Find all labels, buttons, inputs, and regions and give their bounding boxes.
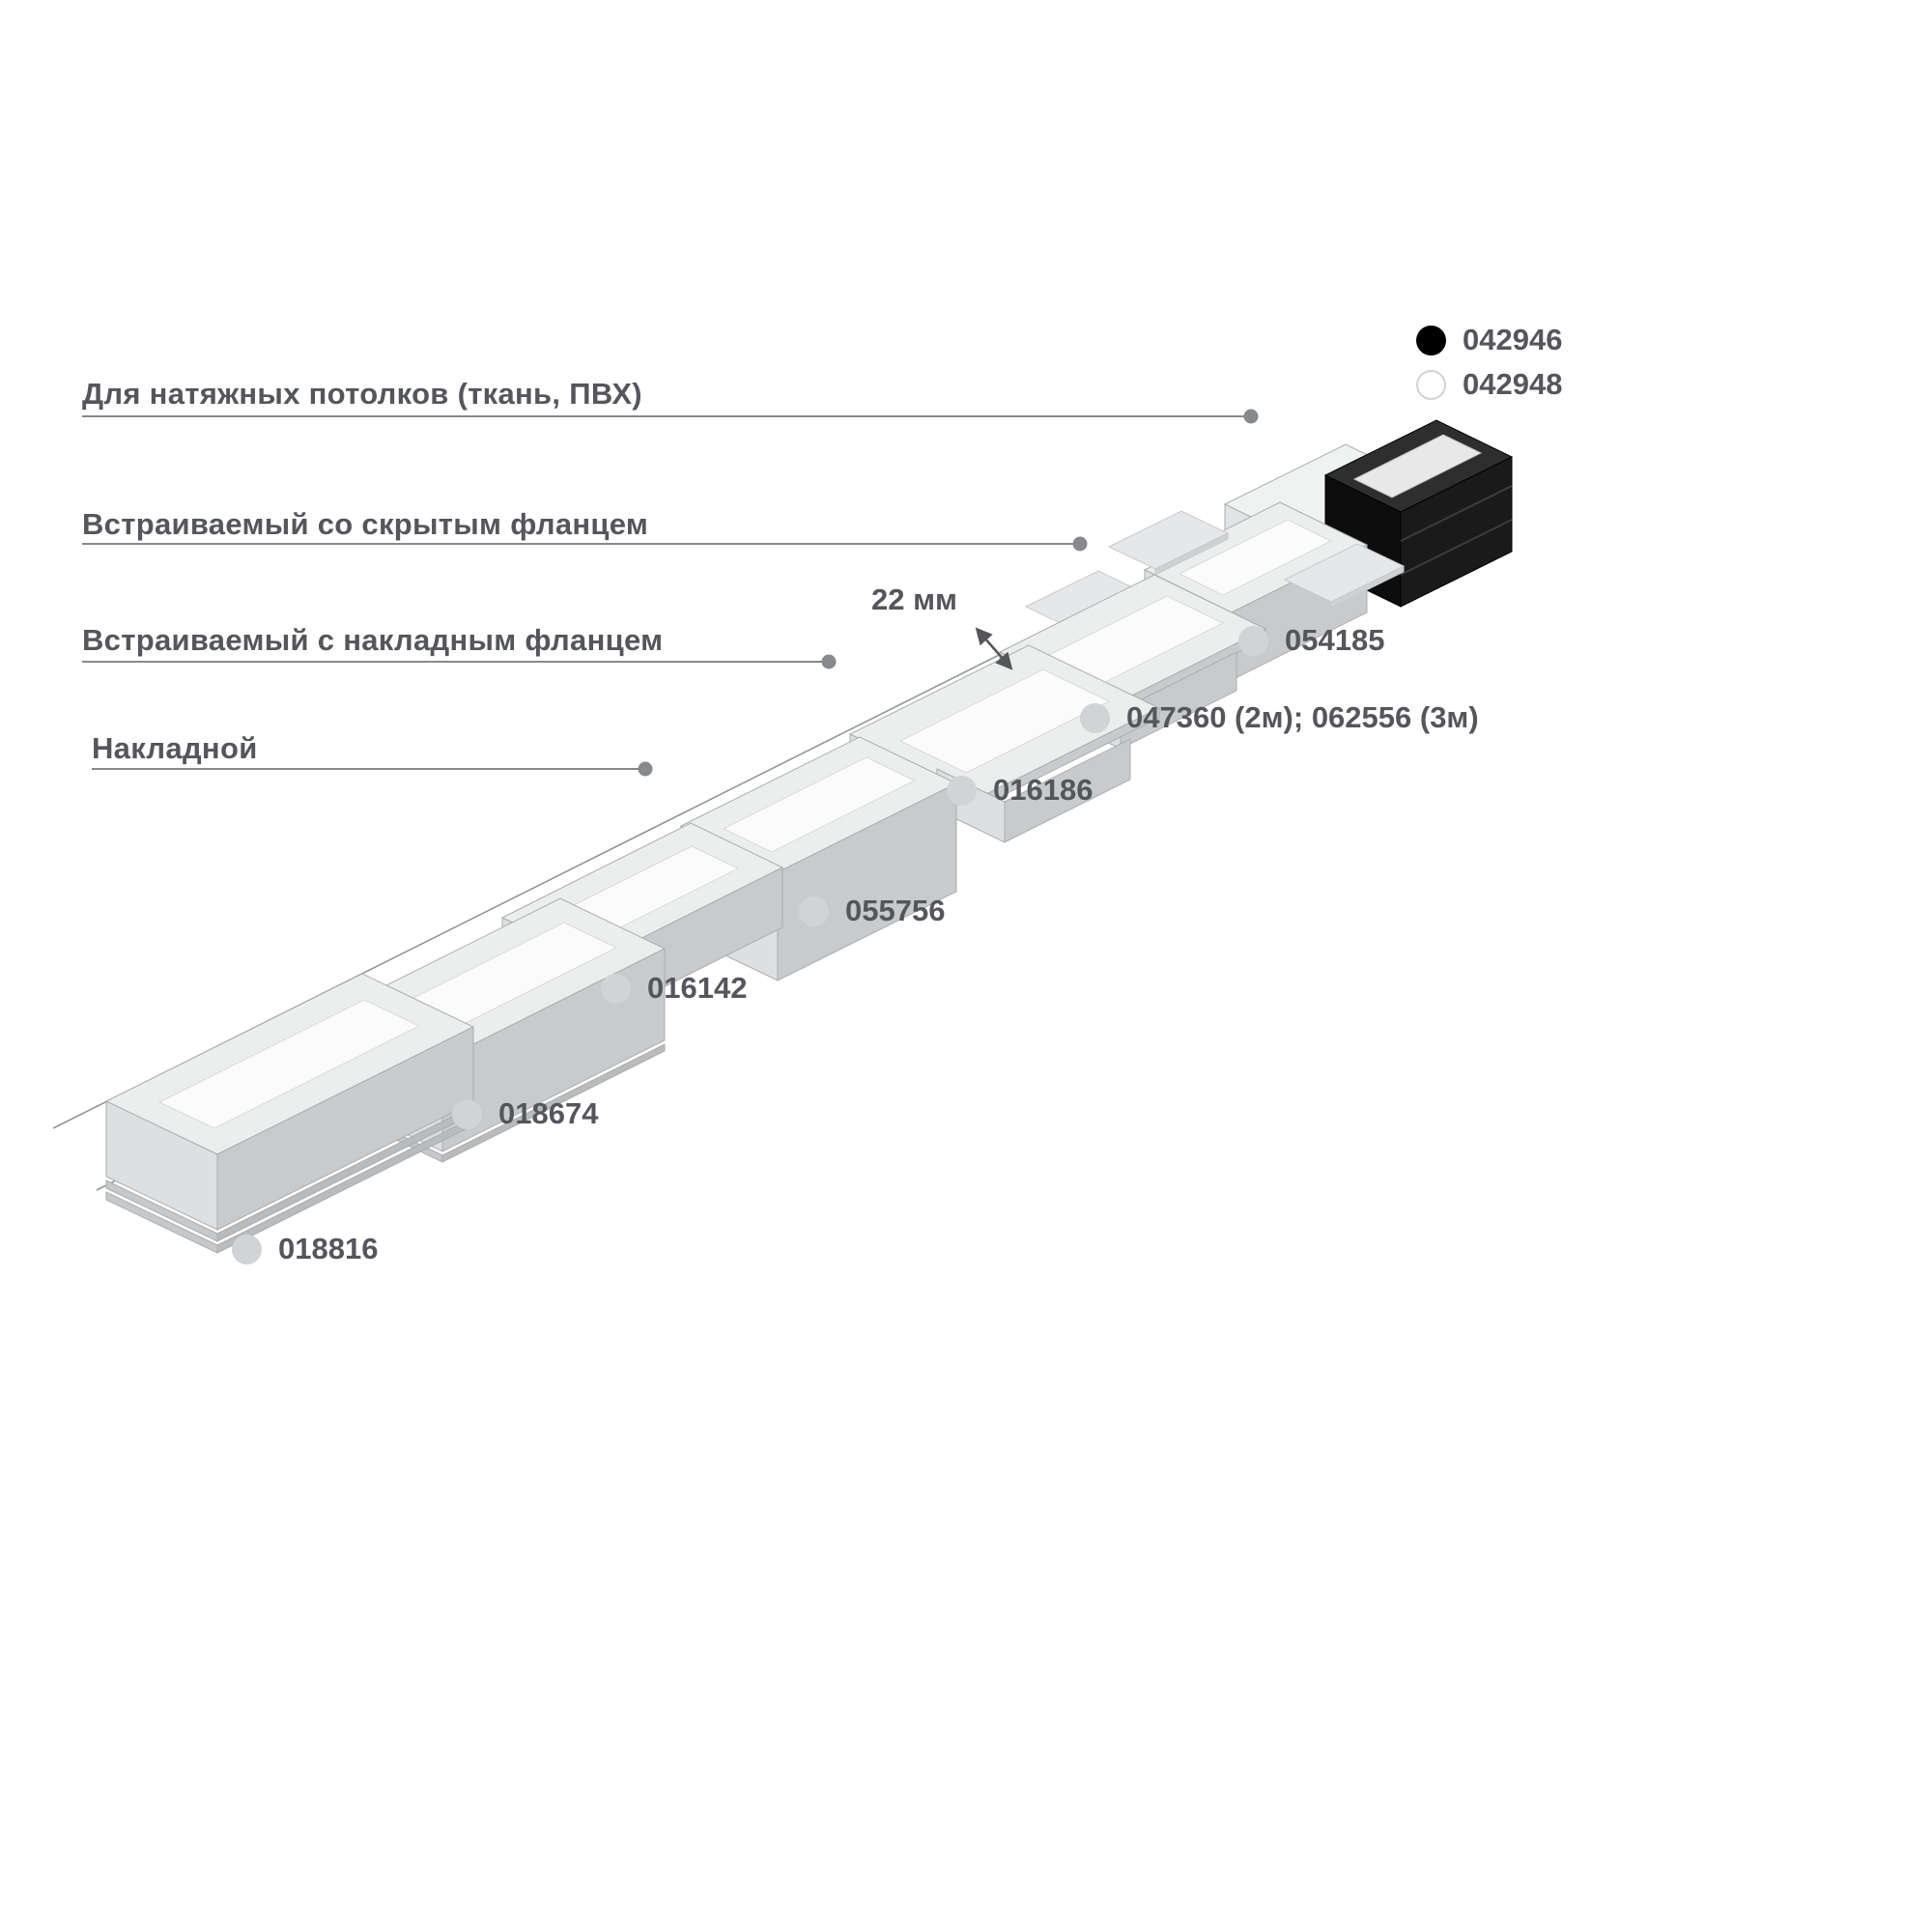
dimension-label-22mm: 22 мм bbox=[871, 582, 957, 616]
category-label-surface-mounted: Накладной bbox=[92, 731, 258, 765]
gray-circle-marker-icon bbox=[452, 1098, 482, 1129]
gray-circle-marker-icon bbox=[601, 973, 631, 1004]
gray-circle-marker-icon bbox=[799, 895, 829, 926]
product-code: 055756 bbox=[845, 894, 946, 927]
product-code-row-016186: 016186 bbox=[947, 773, 1093, 808]
black-circle-marker-icon bbox=[1416, 325, 1446, 355]
product-code-row-054185: 054185 bbox=[1238, 623, 1384, 658]
product-code-row-016142: 016142 bbox=[601, 971, 747, 1006]
product-code-row-042946: 042946 bbox=[1416, 323, 1562, 357]
mounting-clip-icon bbox=[1283, 543, 1406, 609]
product-code: 018816 bbox=[278, 1232, 379, 1265]
product-code-row-055756: 055756 bbox=[799, 894, 945, 928]
product-code: 016186 bbox=[993, 773, 1094, 807]
category-label-stretch-ceiling: Для натяжных потолков (ткань, ПВХ) bbox=[82, 377, 642, 411]
product-code: 018674 bbox=[498, 1096, 599, 1130]
category-label-recessed-hidden-flange: Встраиваемый со скрытым фланцем bbox=[82, 507, 649, 541]
leader-line-recessed-hidden-flange bbox=[82, 536, 1088, 552]
gray-circle-marker-icon bbox=[947, 775, 977, 806]
leader-line-stretch-ceiling bbox=[82, 409, 1259, 424]
gray-circle-marker-icon bbox=[232, 1234, 262, 1264]
product-code: 042946 bbox=[1463, 323, 1563, 356]
leader-line-surface-mounted bbox=[92, 761, 653, 777]
product-code: 042948 bbox=[1463, 367, 1563, 401]
category-label-recessed-surface-flange: Встраиваемый с накладным фланцем bbox=[82, 623, 664, 657]
dimension-arrow bbox=[975, 627, 1013, 670]
product-code: 054185 bbox=[1285, 623, 1385, 657]
mounting-clip-icon bbox=[1107, 510, 1230, 576]
product-code-row-042948: 042948 bbox=[1416, 367, 1562, 402]
profile-018816-illustration bbox=[104, 973, 475, 1254]
product-code-row-018674: 018674 bbox=[452, 1096, 598, 1131]
white-circle-marker-icon bbox=[1416, 369, 1446, 400]
gray-circle-marker-icon bbox=[1238, 625, 1268, 656]
product-code: 016142 bbox=[647, 971, 748, 1005]
product-code: 047360 (2м); 062556 (3м) bbox=[1126, 700, 1479, 734]
product-code-row-047360-062556: 047360 (2м); 062556 (3м) bbox=[1080, 700, 1479, 735]
product-code-row-018816: 018816 bbox=[232, 1232, 378, 1266]
leader-line-recessed-surface-flange bbox=[82, 654, 837, 669]
gray-circle-marker-icon bbox=[1080, 702, 1110, 733]
